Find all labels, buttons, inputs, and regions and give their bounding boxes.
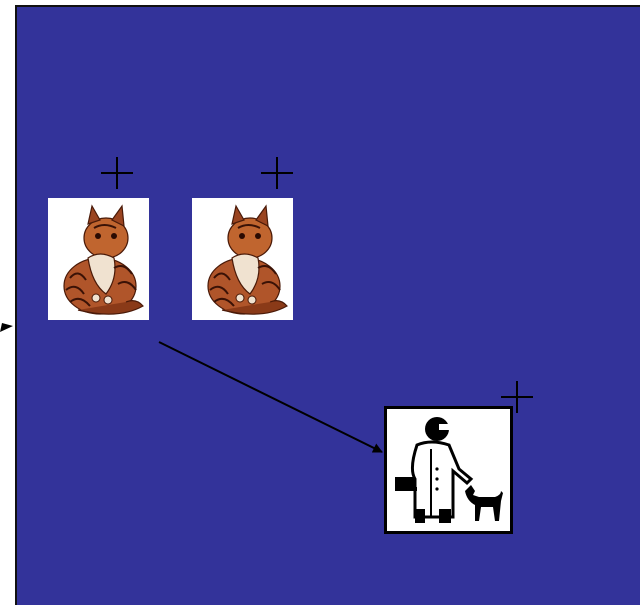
crosshair-handle-cat-2[interactable] bbox=[261, 157, 293, 189]
vet-node[interactable] bbox=[384, 406, 513, 534]
tabby-cat-icon bbox=[207, 204, 288, 315]
crosshair-handle-cat-1[interactable] bbox=[101, 157, 133, 189]
incoming-arrow[interactable] bbox=[0, 323, 13, 332]
crosshair-handle-vet[interactable] bbox=[501, 381, 533, 413]
cat-node-2[interactable] bbox=[192, 198, 293, 320]
veterinarian-dog-icon bbox=[395, 417, 503, 523]
connector-arrow[interactable] bbox=[158, 341, 383, 453]
tabby-cat-icon bbox=[63, 204, 144, 315]
cat-node-1[interactable] bbox=[48, 198, 149, 320]
